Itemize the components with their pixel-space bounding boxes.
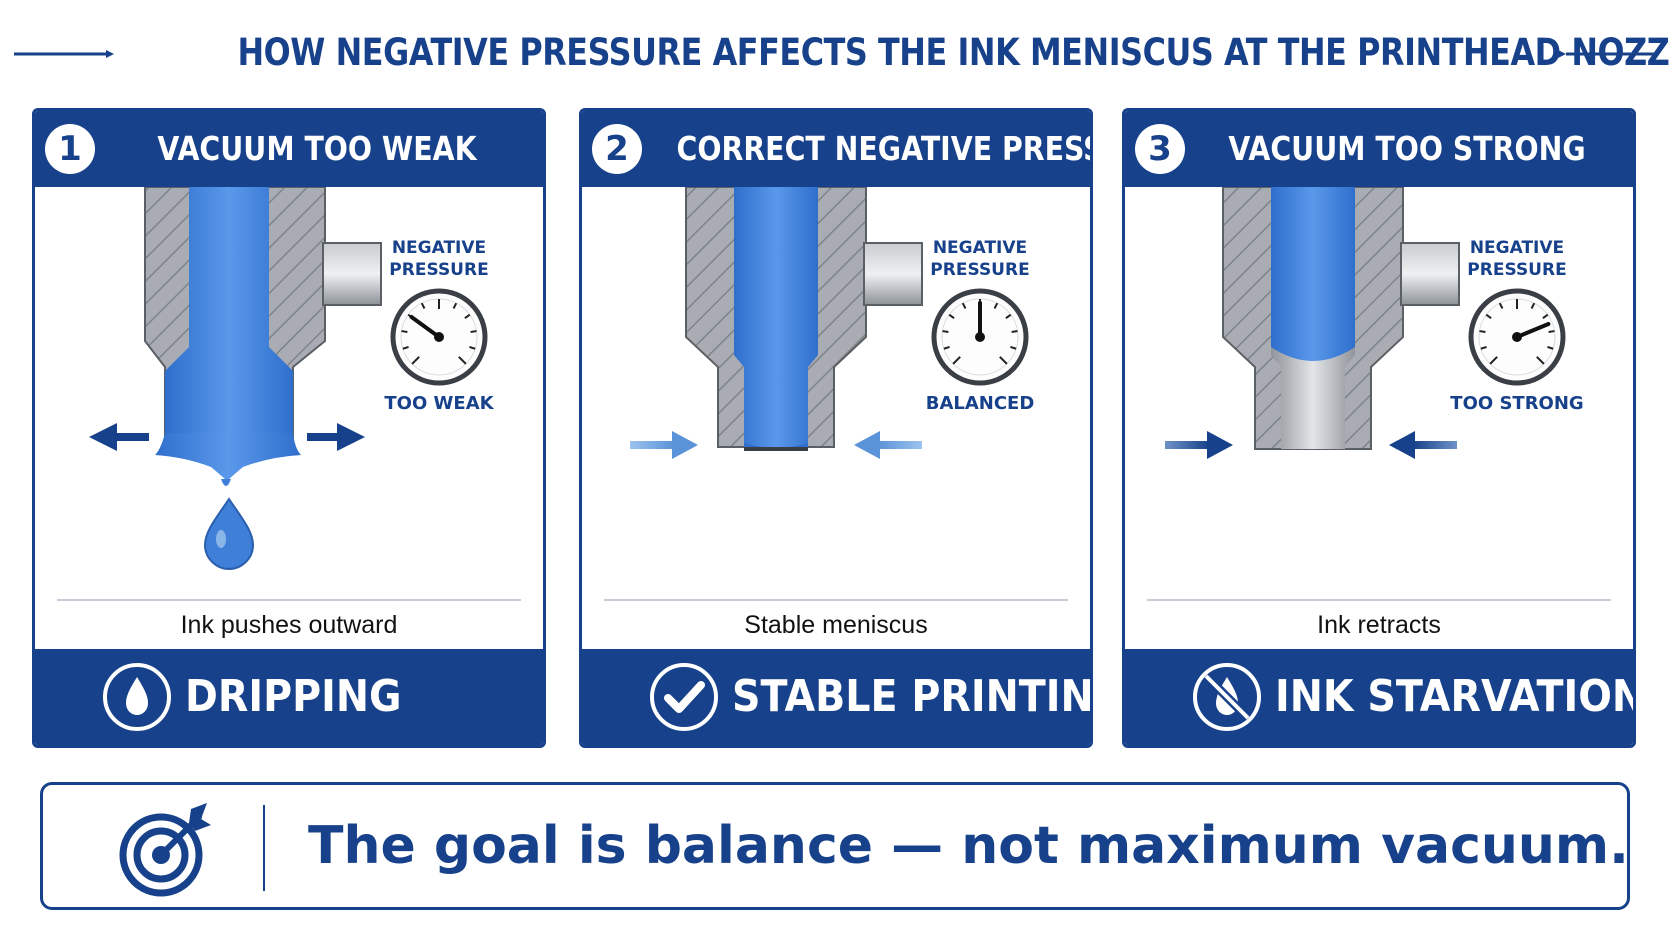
gauge-tick bbox=[452, 302, 458, 309]
gauge-tick bbox=[1480, 345, 1487, 350]
panel-header: 1 VACUUM TOO WEAK bbox=[35, 111, 543, 187]
pressure-gauge-icon bbox=[1468, 288, 1566, 386]
divider bbox=[57, 599, 521, 601]
checkmark-icon bbox=[650, 663, 718, 731]
step-number-badge: 3 bbox=[1135, 124, 1185, 174]
gauge-tick bbox=[420, 302, 426, 309]
gauge-tick bbox=[1536, 356, 1545, 365]
gauge-tick bbox=[469, 345, 476, 350]
no-ink-icon bbox=[1193, 663, 1261, 731]
panel-vacuum-too-strong: 3 VACUUM TOO STRONG NEGATIVE PRESSURE TO… bbox=[1122, 108, 1636, 748]
gauge-label-line2: PRESSURE bbox=[1467, 260, 1566, 280]
result-label: DRIPPING bbox=[185, 671, 402, 722]
title-left-arrow-icon bbox=[14, 50, 114, 58]
panel-result-bar: INK STARVATION bbox=[1125, 649, 1633, 745]
panel-header: 3 VACUUM TOO STRONG bbox=[1125, 111, 1633, 187]
gauge-tick bbox=[470, 330, 477, 333]
gauge-tick bbox=[1542, 313, 1549, 319]
gauge-tick bbox=[1011, 330, 1018, 333]
panel-title: CORRECT NEGATIVE PRESSURE bbox=[676, 129, 1090, 168]
gauge-tick bbox=[1479, 330, 1486, 333]
vacuum-port bbox=[1400, 242, 1460, 306]
gauge-state: TOO WEAK bbox=[384, 393, 494, 414]
gauge-tick bbox=[411, 356, 420, 365]
ink-column bbox=[734, 187, 818, 449]
gauge-tick bbox=[961, 302, 967, 309]
nozzle-illustration: NEGATIVE PRESSURE TOO STRONG bbox=[1165, 187, 1584, 459]
panel-result-bar: STABLE PRINTING bbox=[582, 649, 1090, 745]
gauge-tick bbox=[952, 356, 961, 365]
page-title: HOW NEGATIVE PRESSURE AFFECTS THE INK ME… bbox=[237, 31, 1672, 74]
gauge-tick bbox=[1489, 356, 1498, 365]
inward-arrow-left-icon bbox=[630, 431, 698, 459]
vacuum-port bbox=[322, 242, 382, 306]
gauge-tick bbox=[1485, 313, 1492, 319]
step-number-badge: 2 bbox=[592, 124, 642, 174]
droplet-icon bbox=[103, 663, 171, 731]
gauge-tick bbox=[1010, 345, 1017, 350]
gauge-tick bbox=[1005, 313, 1012, 319]
step-number-badge: 1 bbox=[45, 124, 95, 174]
outward-arrow-left-icon bbox=[89, 423, 149, 451]
retracted-ink bbox=[1271, 187, 1355, 361]
gauge-needle bbox=[409, 315, 441, 339]
gauge-tick bbox=[1498, 302, 1504, 309]
vacuum-port bbox=[863, 242, 923, 306]
gauge-tick bbox=[948, 313, 955, 319]
bulging-meniscus bbox=[155, 433, 301, 481]
pressure-gauge-icon bbox=[390, 288, 488, 386]
target-icon bbox=[119, 803, 211, 897]
gauge-tick bbox=[402, 345, 409, 350]
gauge-tick bbox=[942, 330, 949, 333]
panel-title: VACUUM TOO STRONG bbox=[1228, 129, 1586, 168]
gauge-label-line1: NEGATIVE bbox=[1470, 238, 1564, 258]
gauge-tick bbox=[943, 345, 950, 350]
gauge-tick bbox=[1547, 345, 1554, 350]
gauge-tick bbox=[458, 356, 467, 365]
panel-vacuum-too-weak: 1 VACUUM TOO WEAK NEGATIVE PRESSURE bbox=[32, 108, 546, 748]
gauge-needle bbox=[1515, 321, 1551, 339]
panel-caption: Stable meniscus bbox=[744, 611, 928, 639]
divider bbox=[1147, 599, 1611, 601]
panel-result-bar: DRIPPING bbox=[35, 649, 543, 745]
gauge-tick bbox=[401, 330, 408, 333]
inward-arrow-right-icon bbox=[1389, 431, 1457, 459]
gauge-state: TOO STRONG bbox=[1450, 393, 1583, 414]
gauge-label-line2: PRESSURE bbox=[389, 260, 488, 280]
gauge-tick bbox=[1548, 330, 1555, 333]
panel-header: 2 CORRECT NEGATIVE PRESSURE bbox=[582, 111, 1090, 187]
outward-arrow-right-icon bbox=[307, 423, 365, 451]
gauge-label-line2: PRESSURE bbox=[930, 260, 1029, 280]
gauge-label-line1: NEGATIVE bbox=[392, 238, 486, 258]
gauge-label-line1: NEGATIVE bbox=[933, 238, 1027, 258]
gauge-tick bbox=[999, 356, 1008, 365]
panel-caption: Ink pushes outward bbox=[180, 611, 398, 639]
ink-drop bbox=[203, 497, 255, 571]
inward-arrow-right-icon bbox=[854, 431, 922, 459]
goal-callout: The goal is balance — not maximum vacuum… bbox=[40, 782, 1630, 910]
nozzle-illustration: NEGATIVE PRESSURE TOO WEAK bbox=[89, 187, 495, 571]
pressure-gauge-icon bbox=[931, 288, 1029, 386]
gauge-state: BALANCED bbox=[926, 393, 1035, 414]
panel-title: VACUUM TOO WEAK bbox=[157, 129, 477, 168]
title-right-arrow-icon bbox=[1558, 50, 1658, 58]
gauge-tick bbox=[464, 313, 471, 319]
title-row: HOW NEGATIVE PRESSURE AFFECTS THE INK ME… bbox=[0, 28, 1672, 78]
divider bbox=[604, 599, 1068, 601]
result-label: INK STARVATION bbox=[1275, 671, 1636, 722]
goal-separator bbox=[263, 805, 265, 891]
gauge-tick bbox=[1530, 302, 1536, 309]
result-label: STABLE PRINTING bbox=[732, 671, 1093, 722]
panel-caption: Ink retracts bbox=[1317, 611, 1441, 639]
ink-column bbox=[165, 187, 293, 437]
gauge-tick bbox=[993, 302, 999, 309]
goal-text: The goal is balance — not maximum vacuum… bbox=[308, 816, 1629, 876]
panel-correct-negative-pressure: 2 CORRECT NEGATIVE PRESSURE NEGATIVE PRE… bbox=[579, 108, 1093, 748]
inward-arrow-left-icon bbox=[1165, 431, 1233, 459]
nozzle-illustration: NEGATIVE PRESSURE BALANCED bbox=[630, 187, 1035, 459]
